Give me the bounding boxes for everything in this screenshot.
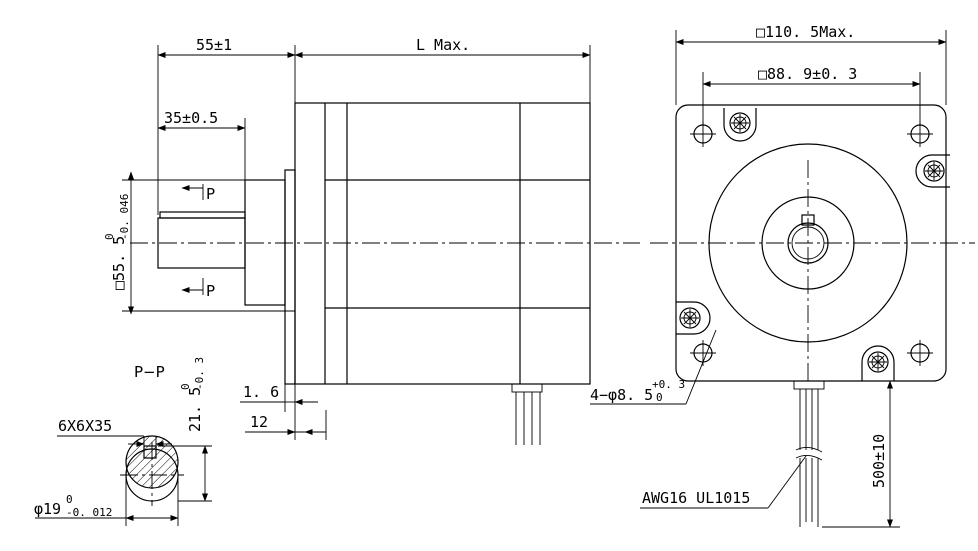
wire-break [795,455,823,461]
section-view: P−P 6X6X35 21. 5 0 -0. 3 φ19 0 -0. 012 [34,357,212,526]
flat-sub: -0. 3 [193,357,206,390]
lead-grommet [511,383,543,393]
pilot-dia-sub: -0. 046 [118,194,131,240]
section-title: P−P [134,363,165,381]
shaft-length-dim: 55±1 [196,36,232,54]
shaft-dia-sup: 0 [66,493,73,506]
wire-break [795,447,823,453]
shaft-dia-dim: φ19 [34,500,61,518]
flat-dim: 21. 5 [186,387,204,432]
side-view: 55±1 L Max. 35±0.5 □55. 5 0 -0. 046 P P … [103,36,640,445]
mounting-hole [907,340,933,366]
leader-line [767,455,807,509]
hole-spacing-dim: □88. 9±0. 3 [758,65,857,83]
section-mark-bottom: P [206,282,215,300]
screw-top [723,108,757,142]
front-view: □110. 5Max. □88. 9±0. 3 4−φ8. 5 +0. 3 0 … [590,23,975,528]
holes-sub: 0 [656,391,663,404]
key-length-dim: 35±0.5 [164,109,218,127]
pilot-boss [244,179,286,306]
pilot-depth-dim: 12 [250,413,268,431]
screw-left [676,301,711,335]
leader-line [685,329,717,405]
lead-length-dim: 500±10 [870,434,888,488]
body-length-dim: L Max. [416,36,470,54]
flat-sup: 0 [179,383,192,390]
overall-size-dim: □110. 5Max. [756,23,855,41]
screw-bottom [861,345,895,381]
holes-sup: +0. 3 [652,378,685,391]
key-size-dim: 6X6X35 [58,417,112,435]
shaft-dia-sub: -0. 012 [66,506,112,519]
screw-right [915,154,950,188]
lead-grommet-front [793,380,825,390]
shaft-key [159,211,246,219]
motor-body-outline [294,102,591,385]
pilot-dia-sup: 0 [103,233,116,240]
flange [284,169,296,385]
flange-thickness-dim: 1. 6 [243,383,279,401]
pilot-dia-dim: □55. 5 [110,236,128,290]
wire-spec-label: AWG16 UL1015 [642,489,750,507]
section-mark-top: P [206,185,215,203]
holes-dim: 4−φ8. 5 [590,386,653,404]
